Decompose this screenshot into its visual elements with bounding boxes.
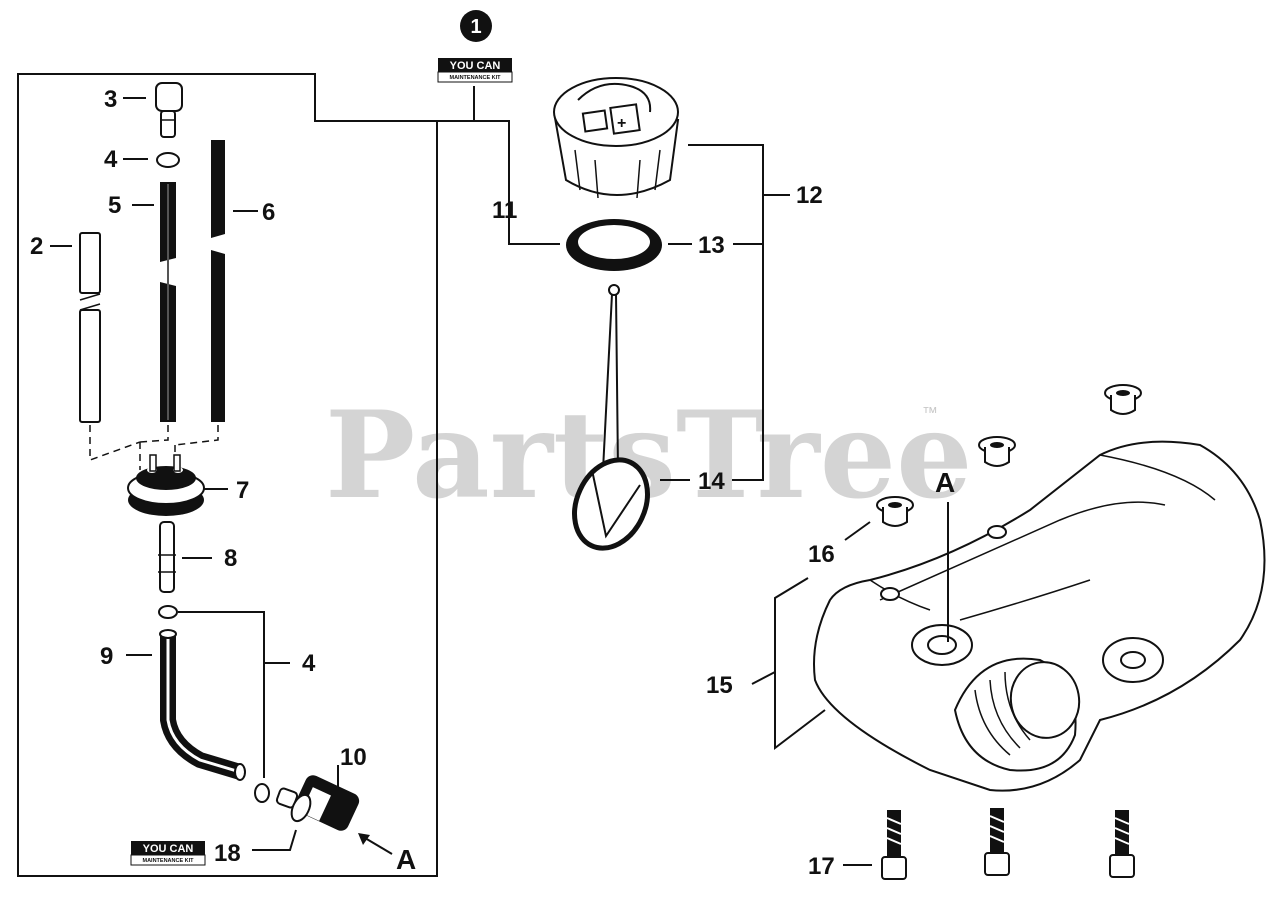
connector-a-left: A (396, 844, 416, 875)
leader-18 (252, 829, 297, 851)
callout-10: 10 (340, 744, 367, 771)
arrow-a-left-head (358, 833, 370, 845)
part-5-fuel-line (160, 182, 176, 422)
part-16-grommet (1104, 384, 1142, 415)
kit-subtitle-top: MAINTENANCE KIT (449, 75, 501, 81)
part-17-bolt (881, 810, 907, 880)
callout-4-top: 4 (104, 146, 118, 173)
part-3-plug (155, 82, 183, 138)
callout-15: 15 (706, 672, 733, 699)
part-12-fuel-cap: + (553, 77, 680, 199)
assembly-guide (89, 425, 219, 470)
callout-5: 5 (108, 192, 121, 219)
part-16-grommet (978, 436, 1016, 467)
kit-badge-number: 1 (470, 16, 481, 38)
callout-7: 7 (236, 477, 249, 504)
part-9-fuel-hose (159, 629, 246, 781)
part-15-fuel-tank (813, 440, 1266, 792)
part-6-return-line (211, 140, 225, 422)
leader-15 (751, 671, 776, 685)
part-10-fuel-filter (275, 775, 360, 831)
part-4-oring-top (156, 152, 180, 168)
callout-14: 14 (698, 468, 725, 495)
part-16-grommet (876, 496, 914, 527)
watermark-trademark: ™ (922, 405, 938, 422)
part-oring-small (254, 783, 270, 803)
callout-3: 3 (104, 86, 117, 113)
maintenance-kit-logo-icon (130, 841, 206, 866)
callout-2: 2 (30, 233, 43, 260)
callout-8: 8 (224, 545, 237, 572)
kit-logo-bottom: YOU CAN MAINTENANCE KIT (130, 841, 206, 866)
callout-16: 16 (808, 541, 835, 568)
part-17-bolt (984, 808, 1010, 876)
part-14-tether (572, 284, 650, 551)
leader-4-lower-bracket (178, 611, 265, 778)
maintenance-kit-logo-icon (437, 58, 513, 83)
callout-4-lower: 4 (302, 650, 316, 677)
kit-brand-bottom: YOU CAN (143, 843, 194, 855)
part-13-gasket (566, 219, 662, 271)
connector-a-right: A (935, 467, 955, 498)
callout-17: 17 (808, 853, 835, 880)
fuel-mix-symbol-icon: + (617, 115, 626, 132)
kit-brand-top: YOU CAN (450, 60, 501, 72)
part-17-bolt (1109, 810, 1135, 878)
callout-6: 6 (262, 199, 275, 226)
callout-9: 9 (100, 643, 113, 670)
part-2-vent-tube (79, 232, 101, 423)
kit-bracket-line (437, 120, 560, 245)
callout-18: 18 (214, 840, 241, 867)
callout-12: 12 (796, 182, 823, 209)
callout-11: 11 (492, 197, 517, 224)
part-4-oring-lower (158, 605, 178, 619)
leader-12-bracket (688, 144, 764, 481)
leader-16 (844, 521, 871, 541)
part-8-fitting (158, 521, 176, 593)
kit-badge: 1 YOU CAN MAINTENANCE KIT (437, 10, 513, 83)
callout-13: 13 (698, 232, 725, 259)
numbered-circle-badge-icon (460, 10, 492, 42)
part-7-grommet (127, 454, 205, 516)
kit-subtitle-bottom: MAINTENANCE KIT (142, 858, 194, 864)
